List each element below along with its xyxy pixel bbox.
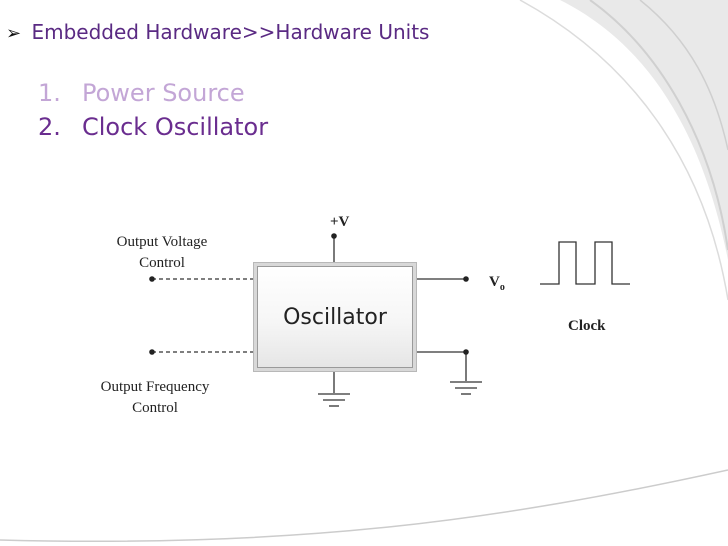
voltage-control-line2: Control [139,255,185,271]
voltage-control-line1: Output Voltage [116,234,208,250]
ground-symbol-right [450,381,482,395]
list-label: Power Source [82,79,245,107]
supply-terminal [331,233,337,239]
frequency-control-line2: Control [132,400,178,416]
heading-text: Embedded Hardware>>Hardware Units [31,20,430,44]
slide-heading: ➢ Embedded Hardware>>Hardware Units [6,20,429,44]
output-terminal [463,276,469,282]
voltage-control-terminal [149,276,155,282]
oscillator-label: Oscillator [283,304,387,330]
oscillator-block: Oscillator [257,266,413,368]
frequency-control-line1: Output Frequency [100,379,210,395]
frequency-control-terminal [149,349,155,355]
voltage-control-label: Output Voltage Control [100,232,224,274]
arrow-bullet-icon: ➢ [6,23,22,44]
list-item-clock-oscillator: 2. Clock Oscillator [38,110,268,144]
output-label: Vo [489,272,505,298]
frequency-control-label: Output Frequency Control [84,377,226,419]
clock-waveform [540,241,630,285]
return-terminal [463,349,469,355]
list-label: Clock Oscillator [82,113,269,141]
topic-list: 1. Power Source 2. Clock Oscillator [38,76,268,144]
list-item-power-source: 1. Power Source [38,76,268,110]
clock-label: Clock [568,318,606,334]
list-number: 2. [38,113,61,141]
supply-label: +V [330,214,350,230]
list-number: 1. [38,79,61,107]
ground-symbol-center [318,393,350,407]
output-label-main: V [489,274,500,290]
output-label-subscript: o [499,282,505,293]
